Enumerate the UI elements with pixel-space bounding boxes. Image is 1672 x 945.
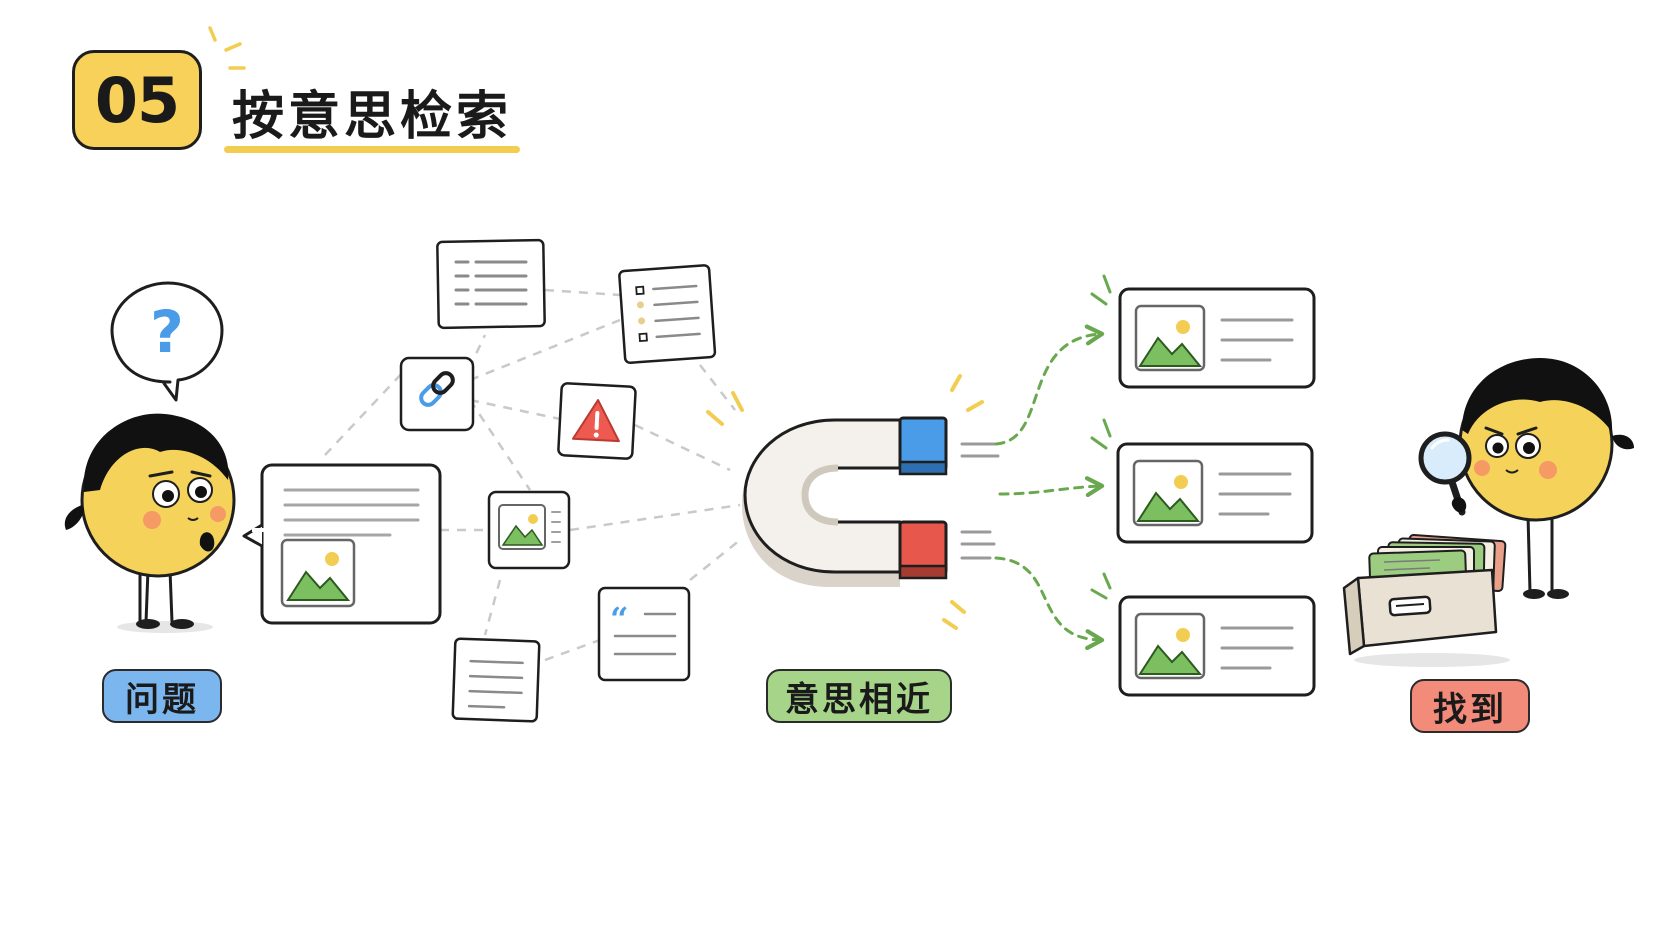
checklist-icon (635, 285, 648, 342)
result-sparkles (1090, 274, 1112, 600)
image-icon (1134, 304, 1206, 372)
label-similar-meaning: 意思相近 (766, 669, 952, 723)
result-card-2 (1116, 442, 1314, 544)
result-arrows (994, 324, 1105, 651)
label-found: 找到 (1410, 679, 1530, 733)
section-number-badge: 05 (72, 50, 202, 150)
title-sparkle (208, 26, 246, 70)
image-icon (498, 504, 546, 550)
link-card (399, 356, 475, 432)
title-underline (224, 146, 520, 153)
checklist-card (618, 264, 717, 365)
question-character (64, 413, 236, 633)
image-icon (280, 538, 356, 608)
label-question: 问题 (102, 669, 222, 723)
page-title: 按意思检索 (232, 87, 513, 147)
found-character (1418, 358, 1634, 599)
file-box-icon (1342, 533, 1510, 667)
quote-icon: “ (610, 600, 628, 638)
image-icon (1134, 612, 1206, 680)
image-icon (1132, 459, 1204, 527)
result-card-3 (1118, 595, 1316, 697)
query-document (242, 463, 442, 625)
doc-lines-bottom (451, 637, 541, 723)
doc-lines-top (436, 238, 546, 330)
image-card-small (487, 490, 571, 570)
magnifying-glass-icon (1418, 431, 1472, 516)
warning-card (557, 382, 637, 460)
link-icon (419, 371, 455, 407)
result-card-1 (1118, 287, 1316, 389)
magnet-icon (706, 374, 1000, 630)
quote-card: “ (597, 586, 691, 682)
warning-icon (571, 399, 620, 443)
question-mark-icon: ? (150, 298, 184, 366)
question-bubble: ? (110, 281, 224, 402)
